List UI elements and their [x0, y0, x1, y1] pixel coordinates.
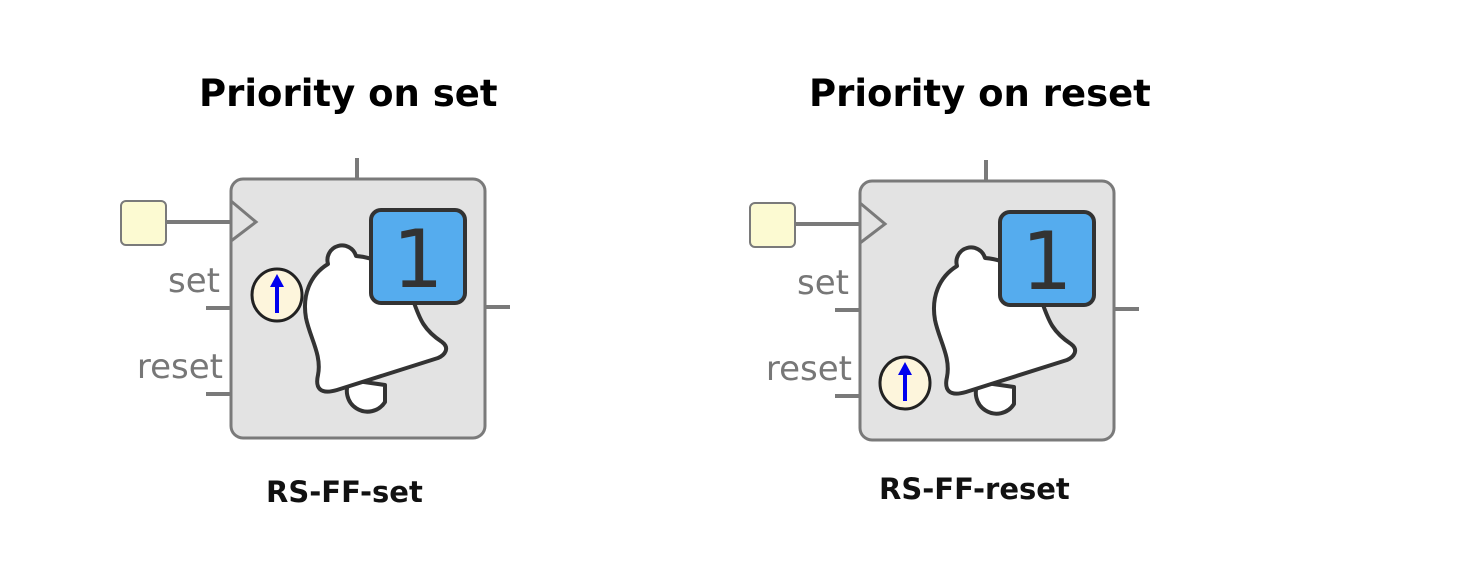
output-value-box: [369, 208, 467, 305]
arrow-up-icon: [270, 274, 284, 313]
panel-priority-set: Priority on set set reset 1: [0, 0, 640, 581]
panel-title: Priority on reset: [809, 72, 1151, 115]
arrow-up-icon: [898, 362, 912, 401]
output-value-box: [998, 210, 1096, 307]
clock-triangle-icon: [859, 201, 888, 245]
block-label: RS-FF-reset: [879, 472, 1070, 506]
output-value: 1: [393, 213, 444, 306]
set-port-label: set: [797, 263, 849, 303]
panel-title: Priority on set: [199, 72, 498, 115]
reset-port-label: reset: [766, 349, 852, 389]
input-box[interactable]: [749, 202, 796, 248]
clock-triangle-icon: [230, 199, 259, 243]
block-label: RS-FF-set: [266, 475, 423, 509]
rs-ff-set-diagram: set reset 1: [120, 158, 510, 440]
bell-icon: [932, 245, 1078, 416]
rs-ff-reset-diagram: set reset 1: [749, 160, 1139, 442]
priority-badge: [250, 267, 304, 323]
output-value: 1: [1022, 215, 1073, 308]
panel-priority-reset: Priority on reset set reset 1 RS-FF-rese…: [629, 0, 1269, 581]
input-box[interactable]: [120, 200, 167, 246]
reset-port-label: reset: [137, 347, 223, 387]
bell-icon: [303, 243, 449, 414]
set-port-label: set: [168, 261, 220, 301]
priority-badge: [878, 355, 932, 411]
